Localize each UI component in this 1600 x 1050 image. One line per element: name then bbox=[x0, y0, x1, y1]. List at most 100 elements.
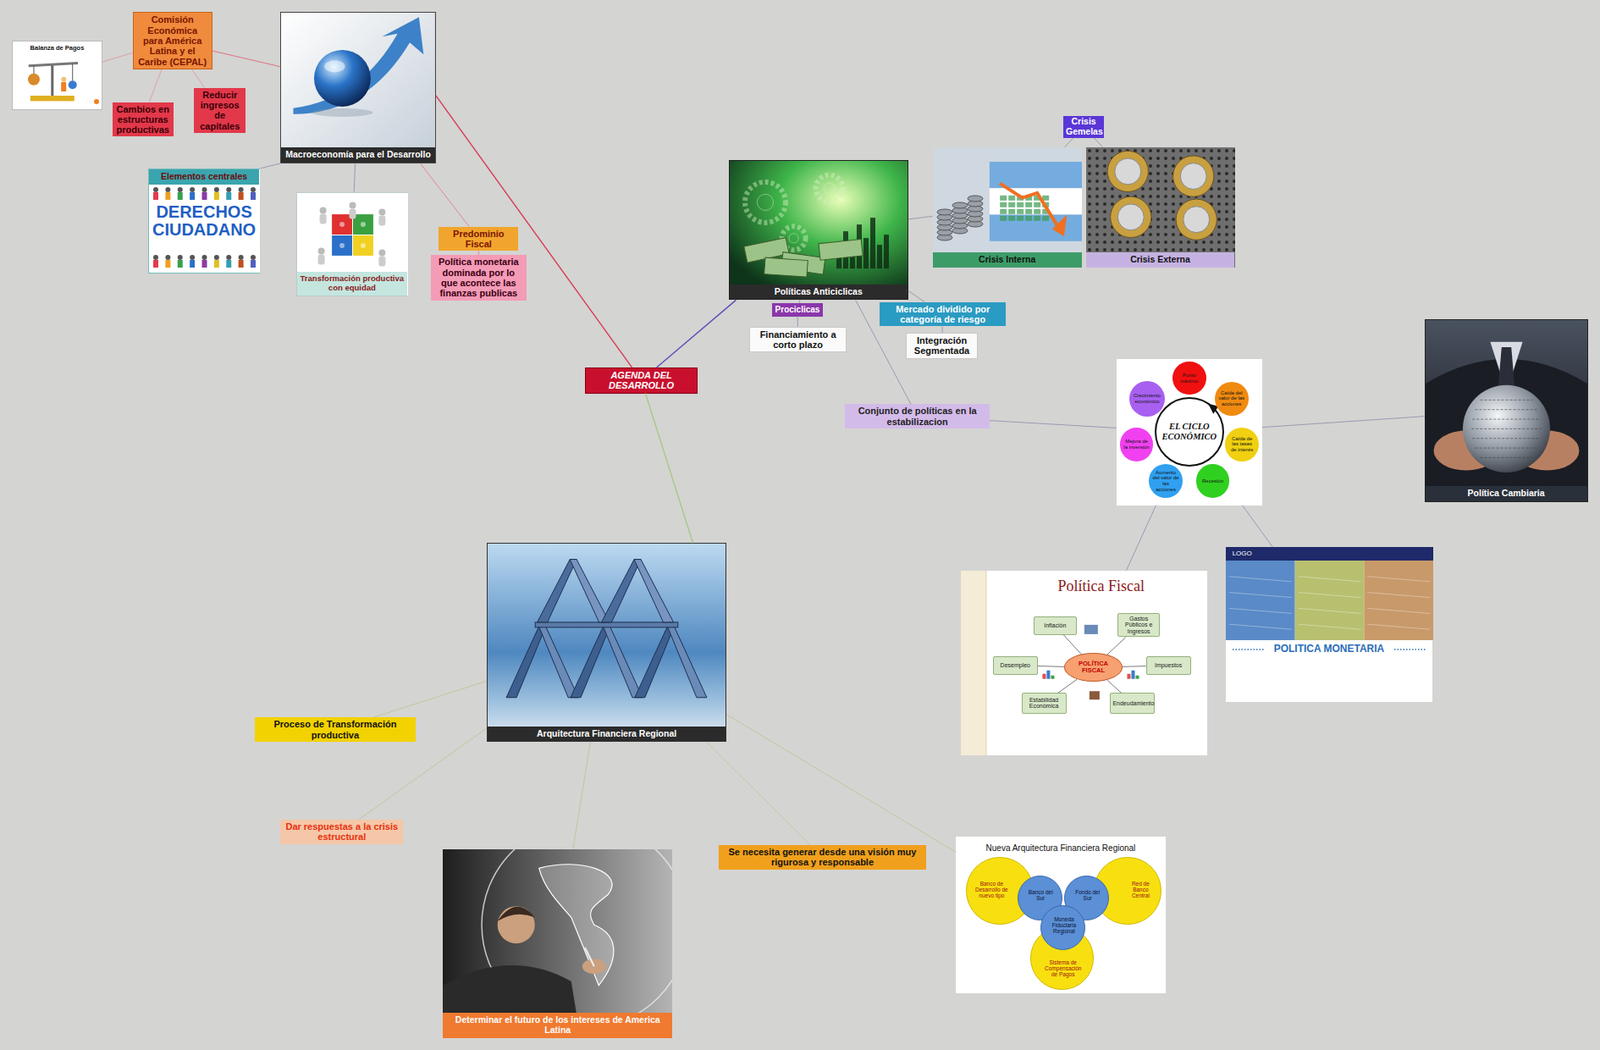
illustration-circle bbox=[1110, 202, 1115, 206]
illustration-rect bbox=[189, 259, 195, 268]
illustration-circle bbox=[1171, 164, 1176, 168]
illustration-circle bbox=[1164, 248, 1168, 252]
illustration-polygon bbox=[539, 626, 580, 698]
illustration-circle bbox=[1217, 171, 1221, 176]
topic-box: Financiamiento a corto plazo bbox=[749, 326, 848, 354]
connector bbox=[1037, 665, 1065, 668]
illustration-circle bbox=[1156, 171, 1160, 176]
node-text: Se necesita generar desde una visión muy… bbox=[718, 844, 927, 870]
node-text: Políticas Anticiclicas bbox=[729, 284, 908, 300]
illustration-circle bbox=[1232, 240, 1236, 244]
illustration-circle bbox=[1172, 155, 1214, 197]
illustration-circle bbox=[1103, 202, 1107, 206]
connector bbox=[102, 52, 133, 62]
illustration-circle bbox=[1110, 148, 1115, 153]
illustration-circle bbox=[1156, 194, 1160, 199]
illustration-rect bbox=[1008, 201, 1016, 207]
illustration-circle bbox=[1156, 240, 1160, 244]
illustration-circle bbox=[497, 905, 536, 944]
connector bbox=[1063, 634, 1082, 655]
illustration-circle bbox=[1171, 194, 1176, 199]
illustration-rect bbox=[1136, 674, 1140, 679]
illustration-circle bbox=[317, 247, 325, 254]
topic-box: Se necesita generar desde una visión muy… bbox=[718, 844, 927, 870]
illustration-path bbox=[539, 864, 614, 986]
topic-box: Comisión Económica para América Latina y… bbox=[132, 11, 213, 70]
connector bbox=[1064, 137, 1074, 148]
illustration-circle bbox=[1087, 179, 1092, 183]
illustration-path bbox=[293, 17, 425, 115]
illustration-rect bbox=[1425, 320, 1588, 502]
illustration-circle bbox=[1095, 232, 1099, 237]
illustration-circle bbox=[1194, 240, 1198, 244]
illustration-circle bbox=[1148, 202, 1153, 206]
illustration-circle bbox=[1148, 164, 1153, 168]
illustration-rect bbox=[1047, 669, 1051, 679]
illustration-circle bbox=[237, 254, 243, 260]
illustration-circle bbox=[1118, 194, 1122, 199]
node-text: Prociclicas bbox=[772, 304, 823, 315]
topic-box: Prociclicas bbox=[772, 303, 823, 317]
illustration-circle bbox=[1107, 150, 1148, 192]
illustration-circle bbox=[1164, 194, 1168, 199]
node-text: Moneda Fiduciaria Regional bbox=[1048, 915, 1082, 934]
node-text: Dar respuestas a la crisis estructural bbox=[280, 819, 403, 845]
illustration-rect bbox=[201, 259, 207, 268]
illustration-rect bbox=[763, 257, 808, 277]
illustration-circle bbox=[1209, 194, 1214, 199]
illustration-circle bbox=[1217, 232, 1221, 237]
illustration-circle bbox=[1232, 225, 1236, 229]
illustration-circle bbox=[1186, 240, 1191, 244]
illustration-rect bbox=[999, 208, 1007, 214]
illustration-circle bbox=[1125, 240, 1130, 244]
image-card: Política Cambiaria bbox=[1424, 319, 1589, 503]
illustration-circle bbox=[1164, 209, 1168, 214]
illustration-circle bbox=[201, 254, 207, 260]
connector bbox=[435, 95, 633, 368]
node-text: Endeudamiento bbox=[1110, 699, 1154, 708]
node-text: EL CICLO ECONÓMICO bbox=[1157, 421, 1222, 442]
node-text: Predominio Fiscal bbox=[438, 226, 519, 252]
illustration-circle bbox=[339, 221, 345, 227]
illustration-circle bbox=[1156, 187, 1160, 191]
illustration-rect bbox=[226, 259, 232, 268]
illustration-line bbox=[1394, 648, 1427, 651]
connector bbox=[478, 250, 480, 255]
connector bbox=[855, 299, 911, 404]
illustration-line bbox=[1297, 592, 1361, 598]
illustration-circle bbox=[1179, 240, 1183, 244]
illustration-circle bbox=[201, 187, 207, 193]
illustration-circle bbox=[1109, 196, 1151, 238]
illustration-circle bbox=[1232, 171, 1236, 176]
illustration-circle bbox=[1103, 209, 1107, 214]
illustration-ellipse bbox=[582, 958, 607, 974]
illustration-circle bbox=[1232, 232, 1236, 237]
illustration-rect bbox=[989, 214, 1082, 241]
illustration-polyline bbox=[999, 182, 1059, 227]
illustration-circle bbox=[1095, 194, 1099, 199]
node-text: Financiamiento a corto plazo bbox=[750, 327, 847, 353]
illustration-polygon bbox=[1051, 214, 1067, 237]
image-card: Determinar el futuro de los intereses de… bbox=[442, 849, 673, 1038]
illustration-rect bbox=[348, 208, 356, 219]
image-card: Macroeconomía para el Desarrollo bbox=[280, 11, 436, 163]
illustration-rect bbox=[201, 192, 207, 200]
illustration-line bbox=[1479, 399, 1533, 401]
illustration-rect bbox=[1225, 546, 1434, 561]
connector bbox=[908, 215, 933, 220]
illustration-rect bbox=[165, 259, 171, 268]
illustration-polygon bbox=[537, 559, 578, 623]
illustration-circle bbox=[1156, 179, 1160, 183]
illustration-line bbox=[1229, 576, 1292, 582]
node-text: Caída del valor de las acciones bbox=[1218, 390, 1245, 408]
illustration-ellipse bbox=[324, 60, 346, 73]
illustration-circle bbox=[1095, 248, 1099, 252]
topic-box: Cambios en estructuras productivas bbox=[112, 102, 174, 138]
node-text: Impuestos bbox=[1147, 661, 1191, 670]
illustration-circle bbox=[68, 80, 78, 89]
illustration-line bbox=[1474, 447, 1538, 449]
illustration-circle bbox=[1224, 156, 1229, 160]
illustration-circle bbox=[1133, 248, 1137, 252]
